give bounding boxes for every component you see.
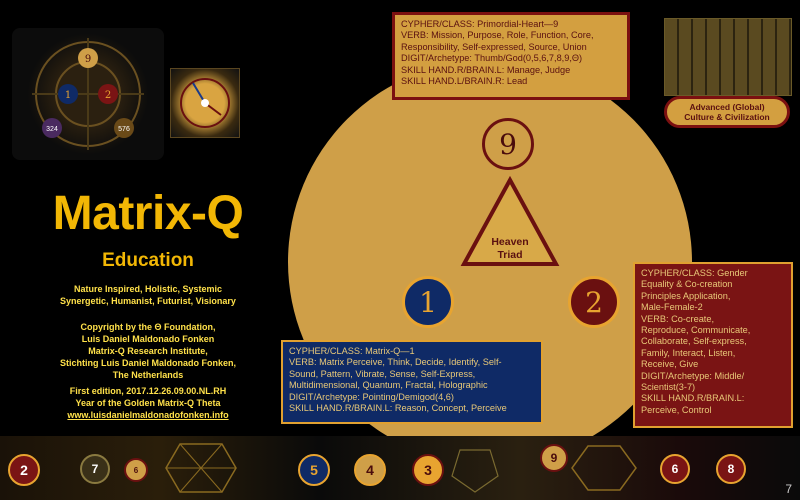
website-link[interactable]: www.luisdanielmaldonadofonken.info: [67, 410, 229, 420]
tagline: Nature Inspired, Holistic, Systemic Syne…: [0, 283, 296, 307]
copyright-line: Copyright by the Θ Foundation,: [80, 322, 216, 332]
mandala-node: [78, 48, 98, 68]
heart-line: Responsibility, Self-expressed, Source, …: [401, 41, 587, 52]
strip-circle: 6: [124, 458, 148, 482]
strip-circle: 6: [660, 454, 690, 484]
mandala-number: 576: [118, 126, 130, 133]
circle-nine: 9: [482, 118, 534, 170]
strip-circle: 8: [716, 454, 746, 484]
copyright-block: Copyright by the Θ Foundation, Luis Dani…: [0, 321, 296, 381]
compass-diagram: [180, 78, 230, 128]
copyright-line: Matrix-Q Research Institute,: [88, 346, 208, 356]
mandala-node: [98, 84, 118, 104]
tagline-line: Nature Inspired, Holistic, Systemic: [73, 284, 223, 294]
two-line: Perceive, Control: [641, 404, 712, 415]
circle-two: 2: [568, 276, 620, 328]
heart-line: SKILL HAND.R/BRAIN.L: Manage, Judge: [401, 64, 571, 75]
two-line: Male-Female-2: [641, 302, 703, 313]
primordial-heart-box: CYPHER/CLASS: Primordial-Heart—9 VERB: M…: [392, 12, 630, 100]
edition-line: First edition, 2017.12.26.09.00.NL.RH: [69, 386, 227, 396]
strip-geometry: [165, 443, 637, 493]
matrix-q-one-box: CYPHER/CLASS: Matrix-Q—1 VERB: Matrix Pe…: [281, 340, 543, 424]
two-line: DIGIT/Archetype: Middle/: [641, 370, 745, 381]
two-line: CYPHER/CLASS: Gender: [641, 268, 748, 278]
page-subtitle: Education: [102, 250, 194, 271]
strip-circle: 4: [354, 454, 386, 486]
heart-line: DIGIT/Archetype: Thumb/God(0,5,6,7,8,9,Θ…: [401, 53, 583, 64]
strip-circle: 2: [8, 454, 40, 486]
circle-one: 1: [402, 276, 454, 328]
triangle-label-line: Triad: [497, 249, 523, 261]
strip-circle: 7: [80, 454, 110, 484]
triangle-label-line: Heaven: [491, 236, 529, 248]
mandala-node: [114, 118, 134, 138]
page-number: 7: [785, 482, 792, 496]
heart-line: CYPHER/CLASS: Primordial-Heart—9: [401, 19, 559, 29]
mandala-number: 2: [105, 90, 111, 101]
one-line: Multidimensional, Quantum, Fractal, Holo…: [289, 380, 488, 391]
strip-circle: 3: [412, 454, 444, 486]
mandala-diagram: 9 1 2 324 576: [32, 38, 144, 150]
one-line: VERB: Matrix Perceive, Think, Decide, Id…: [289, 357, 502, 368]
compass-artwork: [170, 68, 240, 138]
one-line: SKILL HAND.R/BRAIN.L: Reason, Concept, P…: [289, 403, 507, 414]
two-line: Collaborate, Self-express,: [641, 336, 747, 347]
two-line: SKILL HAND.R/BRAIN.L:: [641, 393, 745, 404]
badge-line: Advanced (Global): [689, 102, 765, 112]
mandala-node: [42, 118, 62, 138]
heart-line: VERB: Mission, Purpose, Role, Function, …: [401, 30, 594, 41]
badge-line: Culture & Civilization: [684, 112, 770, 122]
two-line: Receive, Give: [641, 359, 699, 370]
heart-line: SKILL HAND.L/BRAIN.R: Lead: [401, 76, 528, 87]
edition-block: First edition, 2017.12.26.09.00.NL.RH Ye…: [0, 385, 296, 421]
two-line: VERB: Co-create,: [641, 313, 715, 324]
triangle-label: Heaven Triad: [480, 236, 540, 262]
two-line: Equality & Co-creation: [641, 279, 733, 290]
one-line: DIGIT/Archetype: Pointing/Demigod(4,6): [289, 391, 454, 402]
copyright-line: Stichting Luis Daniel Maldonado Fonken,: [59, 358, 236, 368]
edition-line: Year of the Golden Matrix-Q Theta: [75, 398, 221, 408]
two-line: Principles Application,: [641, 290, 731, 301]
copyright-line: The Netherlands: [112, 370, 184, 380]
copyright-line: Luis Daniel Maldonado Fonken: [81, 334, 215, 344]
one-line: CYPHER/CLASS: Matrix-Q—1: [289, 346, 415, 356]
mandala-artwork: 9 1 2 324 576: [12, 28, 164, 160]
strip-circle: 9: [540, 444, 568, 472]
bottom-decorative-strip: 2 7 6 5 4 3 9 6 8: [0, 436, 800, 500]
mandala-number: 9: [85, 54, 91, 65]
mandala-number: 324: [46, 126, 58, 133]
strip-circle: 5: [298, 454, 330, 486]
tagline-line: Synergetic, Humanist, Futurist, Visionar…: [60, 296, 236, 306]
two-line: Reproduce, Communicate,: [641, 325, 751, 336]
mandala-number: 1: [65, 90, 71, 101]
mandala-node: [58, 84, 78, 104]
two-line: Scientist(3-7): [641, 382, 696, 393]
heaven-triad-triangle: [460, 176, 560, 266]
gender-equality-box: CYPHER/CLASS: Gender Equality & Co-creat…: [633, 262, 793, 428]
one-line: Sound, Pattern, Vibrate, Sense, Self-Exp…: [289, 368, 476, 379]
grid-artwork: [664, 18, 792, 96]
page-title: Matrix-Q: [52, 187, 244, 240]
two-line: Family, Interact, Listen,: [641, 347, 736, 358]
culture-civilization-badge: Advanced (Global) Culture & Civilization: [664, 96, 790, 128]
